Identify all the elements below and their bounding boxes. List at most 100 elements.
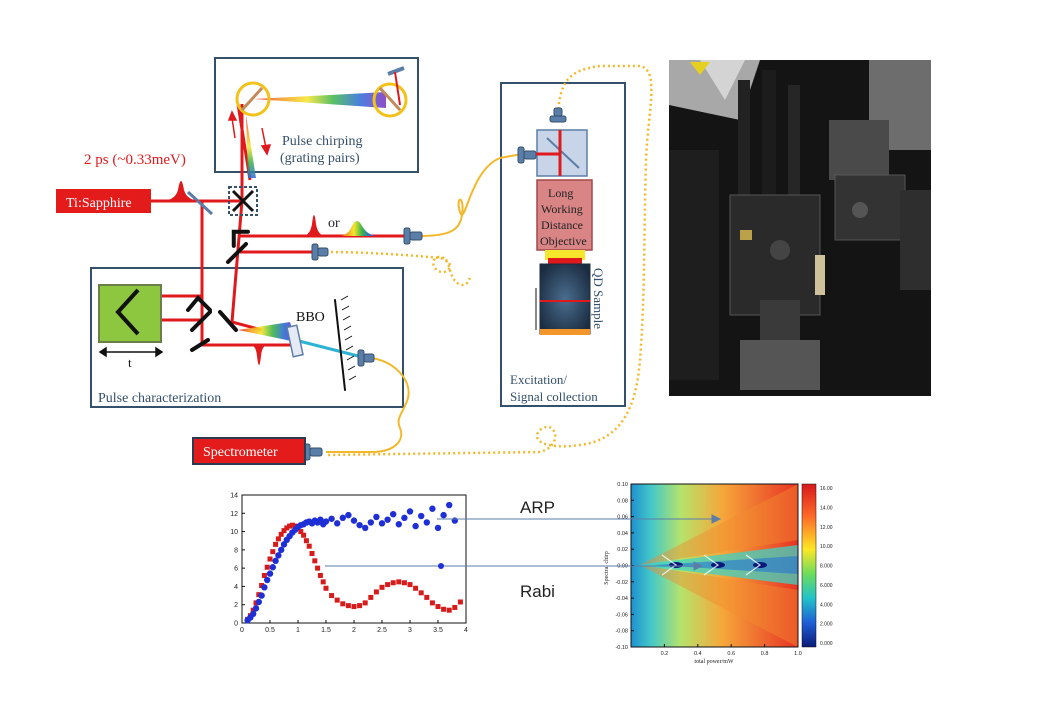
scatter-frame xyxy=(241,494,467,624)
rabi-point xyxy=(424,594,430,600)
arp-point xyxy=(378,520,386,527)
rabi-point xyxy=(441,606,447,612)
colorbar-tick-label: 8.000 xyxy=(820,564,833,570)
heat-y-tick-label: 0.10 xyxy=(617,482,628,488)
colorbar-tick-label: 12.00 xyxy=(820,525,833,531)
rabi-point xyxy=(298,529,304,535)
arp-point xyxy=(322,518,330,525)
arp-point xyxy=(272,557,279,565)
pulse-characterization-label: Pulse characterization xyxy=(98,391,221,406)
retro-mirror xyxy=(387,66,405,76)
heatmap-nodes xyxy=(661,554,767,576)
qd-sample xyxy=(539,263,591,335)
colorbar-tick-label: 0.000 xyxy=(820,641,833,647)
rabi-point xyxy=(267,556,273,562)
x-tick-label: 2.5 xyxy=(377,627,387,634)
heat-y-tick-label: -0.04 xyxy=(615,596,628,602)
x-tick-label: 3.5 xyxy=(433,627,443,634)
laser-beams xyxy=(128,103,410,347)
heatmap-chart: 0.20.40.60.81.00.100.080.060.040.020.00-… xyxy=(604,482,833,665)
fiber-dotted xyxy=(325,64,653,457)
rabi-point xyxy=(396,579,402,585)
grating-left xyxy=(235,81,271,117)
heatmap-ticks: 0.20.40.60.81.00.100.080.060.040.020.00-… xyxy=(615,482,832,657)
rabi-point xyxy=(270,549,276,555)
rabi-point xyxy=(357,603,363,609)
delay-retroreflector xyxy=(115,288,140,336)
y-tick-label: 2 xyxy=(234,602,238,609)
y-tick-label: 10 xyxy=(230,529,238,536)
arp-point xyxy=(412,522,419,530)
qd-sample-label: QD Sample xyxy=(591,268,606,329)
bbo-label: BBO xyxy=(296,310,325,325)
heat-y-tick-label: 0.04 xyxy=(617,531,628,537)
heat-y-tick-label: -0.08 xyxy=(615,629,628,635)
rabi-point xyxy=(429,600,435,606)
delay-label: t xyxy=(128,355,132,370)
arp-point xyxy=(418,512,425,520)
arp-point xyxy=(367,519,374,526)
arp-label: ARP xyxy=(520,498,555,517)
rabi-point xyxy=(315,565,321,571)
objective-window xyxy=(545,250,585,260)
beam-splitter xyxy=(186,190,214,216)
arp-point xyxy=(423,519,430,526)
heat-fringe xyxy=(745,554,762,576)
rabi-point xyxy=(413,585,419,591)
grating-return xyxy=(246,115,256,178)
arp-point xyxy=(317,516,324,523)
colorbar-tick-label: 16.00 xyxy=(820,486,833,492)
heat-y-tick-label: 0.06 xyxy=(617,515,628,521)
rabi-point xyxy=(457,599,463,605)
y-tick-label: 6 xyxy=(234,566,238,573)
arp-point xyxy=(261,584,268,591)
heat-y-tick-label: 0.02 xyxy=(617,547,628,553)
flip-mirror-b xyxy=(231,189,255,213)
delay-stage[interactable] xyxy=(98,284,162,343)
rabi-point xyxy=(379,584,385,590)
rabi-point xyxy=(275,536,281,542)
rabi-point xyxy=(261,572,267,578)
grating-right-element xyxy=(378,86,402,112)
bbo-crystal xyxy=(286,324,304,358)
spectrometer-label: Spectrometer xyxy=(203,445,278,460)
rabi-point xyxy=(373,589,379,595)
rabi-point xyxy=(320,579,326,585)
arp-point xyxy=(266,570,274,577)
arp-point xyxy=(446,501,453,509)
objective-label-2: Working xyxy=(541,202,583,216)
colorbar-tick-label: 6.000 xyxy=(820,583,833,589)
rabi-point xyxy=(264,564,270,570)
arp-point xyxy=(395,521,402,528)
heat-x-tick-label: 1.0 xyxy=(794,651,802,657)
grating-spectrum xyxy=(254,92,386,108)
heat-y-tick-label: -0.06 xyxy=(615,612,628,618)
arp-point xyxy=(429,505,436,512)
arp-point xyxy=(345,511,352,519)
rabi-point xyxy=(340,601,346,607)
heat-y-tick-label: -0.10 xyxy=(615,645,628,651)
rabi-point xyxy=(281,528,287,534)
chirped-pulse xyxy=(338,221,378,236)
heatmap-ylabel: Spectral chirp xyxy=(604,551,610,585)
laser-pulse xyxy=(160,181,202,201)
rabi-point xyxy=(259,583,265,589)
excitation-label-1: Excitation/ xyxy=(510,372,567,387)
objective-label-4: Objective xyxy=(540,234,587,248)
rabi-point xyxy=(309,551,315,557)
arp-point xyxy=(373,513,380,521)
dispersed-beam xyxy=(238,322,296,342)
heat-y-tick-label: -0.02 xyxy=(615,580,628,586)
x-tick-label: 0.5 xyxy=(265,627,275,634)
rabi-point xyxy=(446,607,452,613)
rabi-point xyxy=(306,543,312,549)
excitation-label-2: Signal collection xyxy=(510,389,598,404)
rabi-point xyxy=(390,580,396,586)
rabi-point xyxy=(317,572,323,578)
reference-pulse xyxy=(250,345,268,365)
rabi-point xyxy=(301,532,307,538)
heatmap-cone-upper xyxy=(640,484,798,565)
arp-point xyxy=(384,516,391,523)
rabi-point xyxy=(334,597,340,603)
